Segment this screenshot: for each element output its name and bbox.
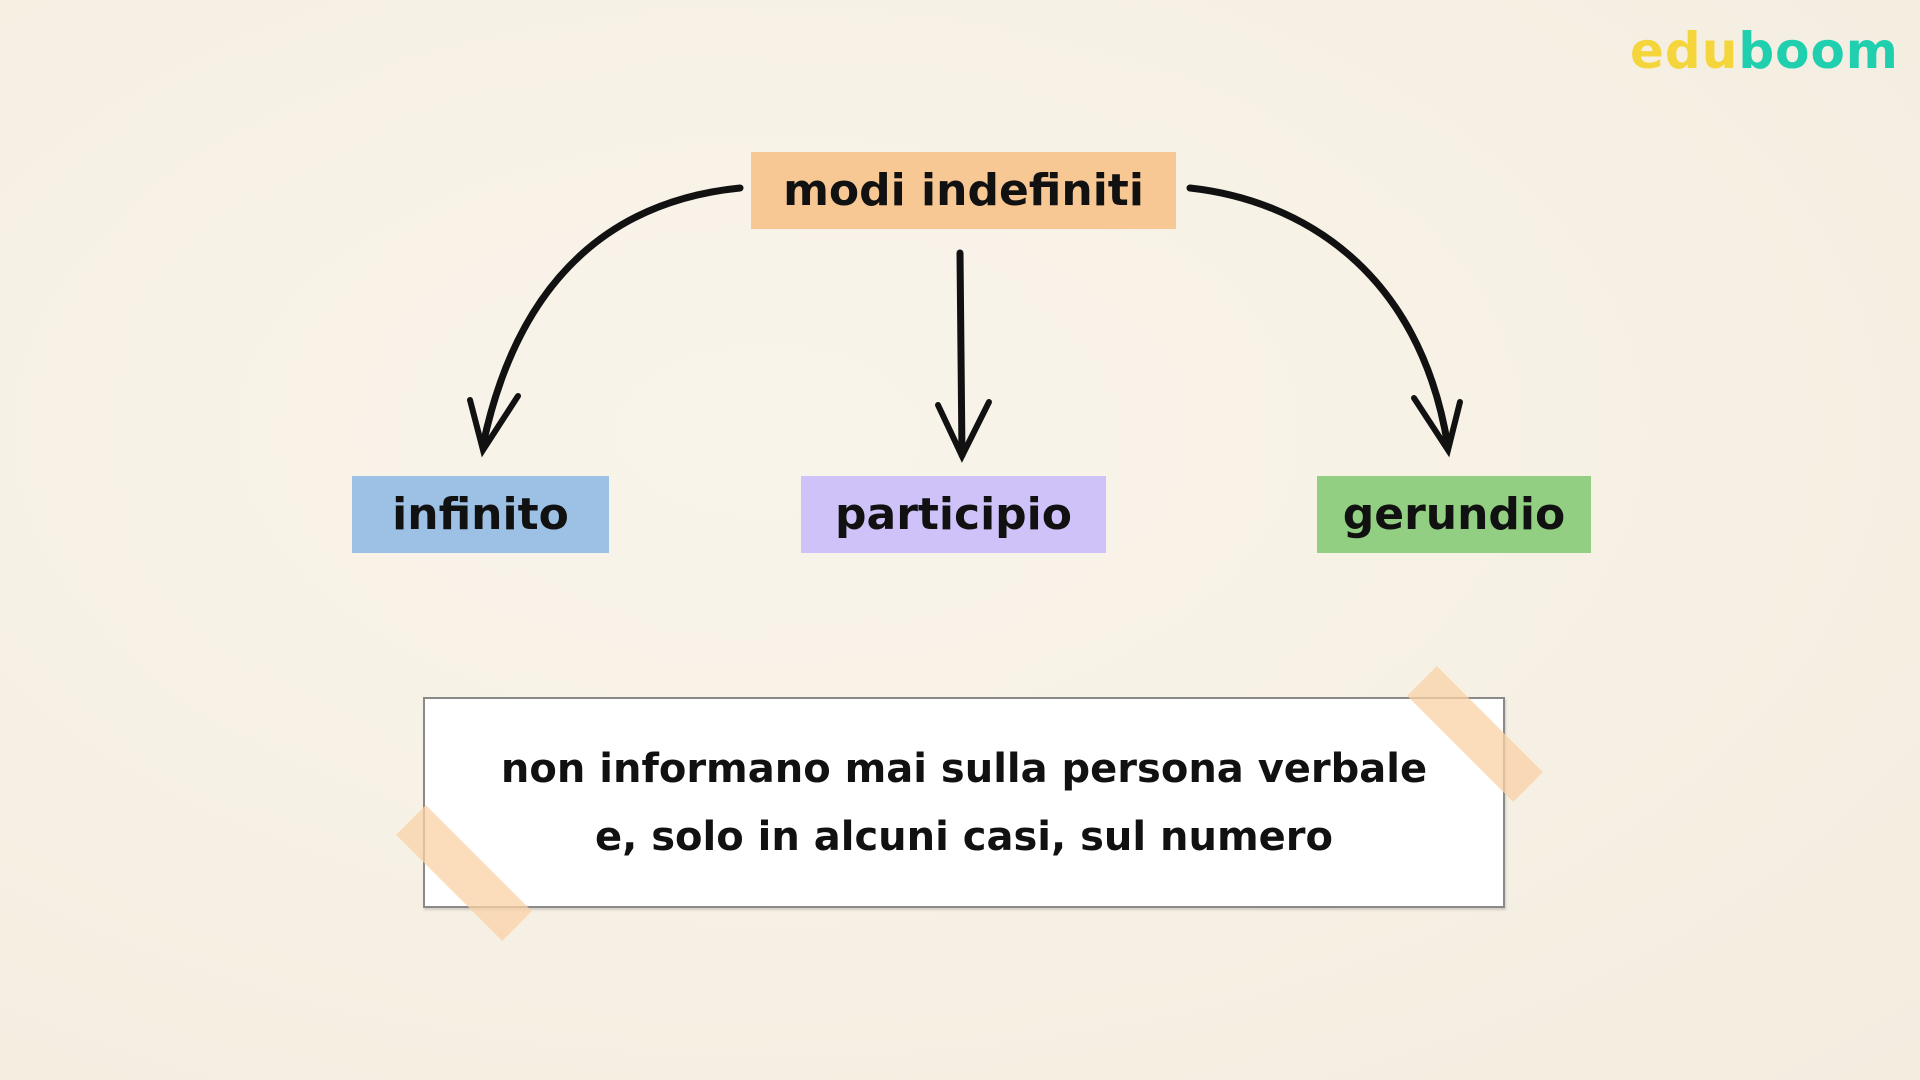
child-label: participio [835, 489, 1072, 540]
child-node-infinito: infinito [352, 476, 609, 553]
child-node-participio: participio [801, 476, 1106, 553]
eduboom-logo: eduboom [1630, 22, 1899, 80]
child-label: infinito [392, 489, 569, 540]
note-card: non informano mai sulla persona verbale … [423, 697, 1505, 908]
note-line-2: e, solo in alcuni casi, sul numero [594, 813, 1333, 860]
child-node-gerundio: gerundio [1317, 476, 1591, 553]
curved-arrow-right-icon [1186, 184, 1463, 458]
curved-arrow-left-icon [467, 184, 744, 458]
note-line-1: non informano mai sulla persona verbale [500, 745, 1428, 792]
logo-boom: boom [1738, 22, 1899, 80]
root-label: modi indefiniti [783, 165, 1144, 216]
logo-edu: edu [1630, 22, 1739, 80]
straight-arrow-down-icon [935, 249, 992, 463]
root-node-modi-indefiniti: modi indefiniti [751, 152, 1176, 229]
child-label: gerundio [1342, 489, 1566, 540]
